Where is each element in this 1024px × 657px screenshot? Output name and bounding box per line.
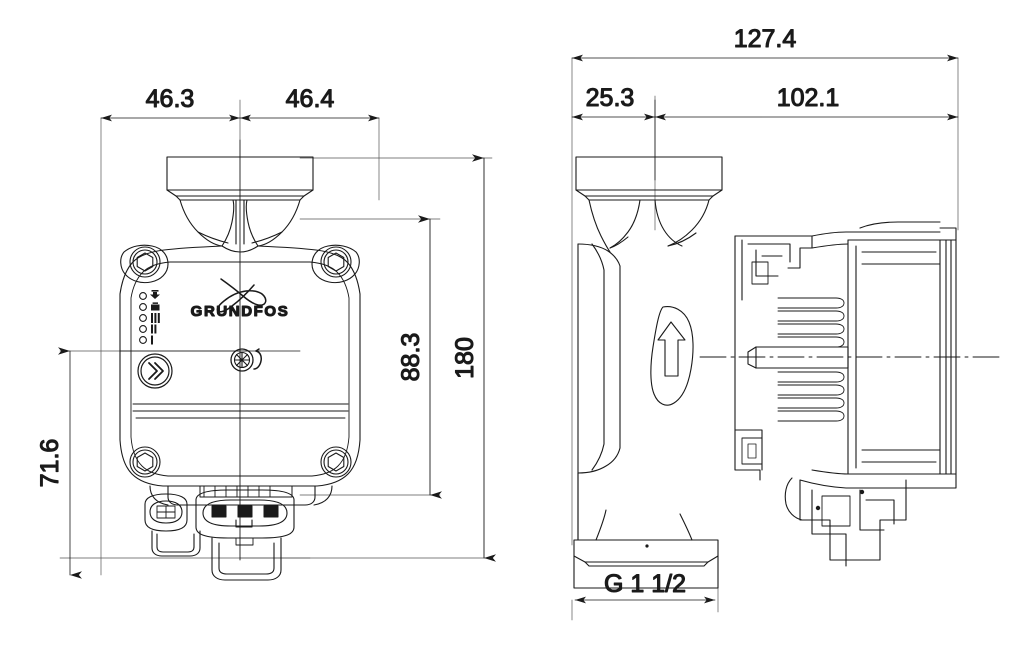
dim-text-25-3: 25.3 bbox=[586, 84, 635, 112]
motor-shoulder-upper bbox=[811, 221, 941, 249]
connector-large bbox=[195, 485, 295, 581]
hex-socket-screw bbox=[320, 446, 352, 478]
motor-shoulder-lower bbox=[799, 469, 941, 489]
thread-union-bottom bbox=[573, 509, 719, 589]
dim-text-88-3: 88.3 bbox=[397, 333, 425, 382]
hex-socket-screw bbox=[129, 246, 161, 278]
terminal-box-side bbox=[784, 477, 907, 567]
connector-small bbox=[144, 493, 201, 557]
speed-1-icon bbox=[151, 335, 153, 345]
screw-boss-top-right bbox=[311, 244, 360, 284]
side-view-group: 127.4 25.3 102.1 G 1 1/2 bbox=[571, 24, 1001, 621]
dim-text-127-4: 127.4 bbox=[734, 25, 797, 53]
terminal-block-side bbox=[734, 235, 813, 481]
dim-text-102-1: 102.1 bbox=[777, 84, 840, 112]
front-view-group: GRUNDFOS bbox=[35, 84, 496, 581]
dim-text-180: 180 bbox=[451, 337, 479, 379]
vent-screw-icon bbox=[230, 348, 262, 372]
autoadapt-icon bbox=[150, 290, 160, 299]
mode-select-button[interactable] bbox=[137, 353, 173, 389]
led-indicator-panel bbox=[139, 290, 160, 345]
motor-housing-side bbox=[847, 227, 957, 489]
hex-socket-screw bbox=[320, 246, 352, 278]
pump-neck-side bbox=[588, 199, 710, 253]
grundfos-logo-mark bbox=[216, 278, 267, 313]
pump-housing-side bbox=[577, 243, 621, 541]
radiator-icon bbox=[151, 302, 160, 311]
front-dimension-lines bbox=[58, 114, 496, 579]
body-seam-lines bbox=[132, 403, 349, 419]
speed-2-icon bbox=[151, 324, 157, 334]
screw-boss-top-left bbox=[120, 244, 169, 284]
flow-direction-arrow bbox=[650, 306, 694, 406]
dim-text-71-6: 71.6 bbox=[36, 439, 64, 488]
pump-neck-front bbox=[179, 199, 301, 247]
cooling-fins-lower bbox=[777, 371, 845, 422]
dim-text-46-3: 46.3 bbox=[146, 85, 195, 113]
union-nut-side bbox=[575, 156, 723, 201]
grundfos-logo-text: GRUNDFOS bbox=[191, 303, 290, 320]
connector-housing-base bbox=[149, 485, 333, 506]
hex-socket-screw bbox=[129, 446, 161, 478]
speed-3-icon bbox=[151, 313, 160, 323]
thread-label: G 1 1/2 bbox=[604, 570, 686, 598]
side-dimension-lines bbox=[571, 54, 959, 604]
dim-text-46-4: 46.4 bbox=[286, 85, 335, 113]
